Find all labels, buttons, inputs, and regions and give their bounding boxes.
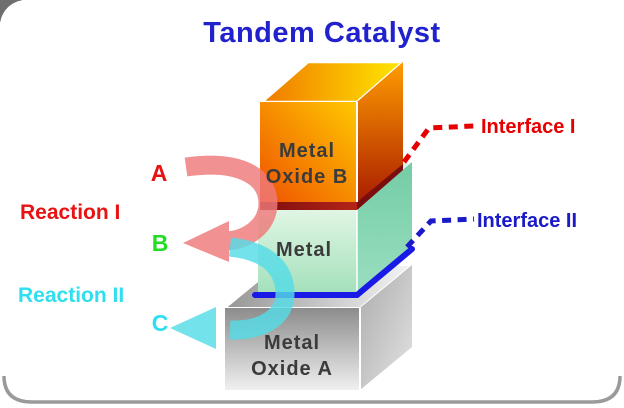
oxide-b-label-line1: Metal <box>279 140 335 162</box>
species-a-label: A <box>151 160 168 186</box>
interface1-band-right <box>357 162 403 210</box>
oxide-a-label-line1: Metal <box>264 332 320 354</box>
species-c-label: C <box>152 310 169 336</box>
reaction1-arrow-body <box>184 155 278 251</box>
oxide-b-right-face <box>357 62 403 202</box>
reaction2-arrow <box>170 237 295 349</box>
reaction1-label: Reaction I <box>20 201 120 224</box>
reaction1-arrow <box>183 155 278 262</box>
block-metal-oxide-b <box>258 60 407 202</box>
interface1-band <box>260 162 403 210</box>
interface1-band-front <box>260 202 357 210</box>
interface1-label: Interface I <box>481 116 575 138</box>
oxide-b-front-face <box>260 102 357 202</box>
reaction1-arrowhead <box>183 221 229 262</box>
reaction2-label: Reaction II <box>18 284 124 307</box>
interface2-label: Interface II <box>477 210 577 232</box>
frame-bottom-border <box>2 375 622 404</box>
oxide-a-label-line2: Oxide A <box>251 358 333 380</box>
reaction2-arrow-body <box>228 237 295 340</box>
figure-title: Tandem Catalyst <box>203 17 440 49</box>
oxide-a-right-face <box>360 265 412 390</box>
oxide-b-label-line2: Oxide B <box>266 166 349 188</box>
species-b-label: B <box>152 230 169 256</box>
metal-right-face <box>357 162 412 295</box>
reaction2-arrowhead <box>170 307 216 349</box>
interface2-leader-line <box>405 216 475 249</box>
metal-label: Metal <box>276 239 332 261</box>
